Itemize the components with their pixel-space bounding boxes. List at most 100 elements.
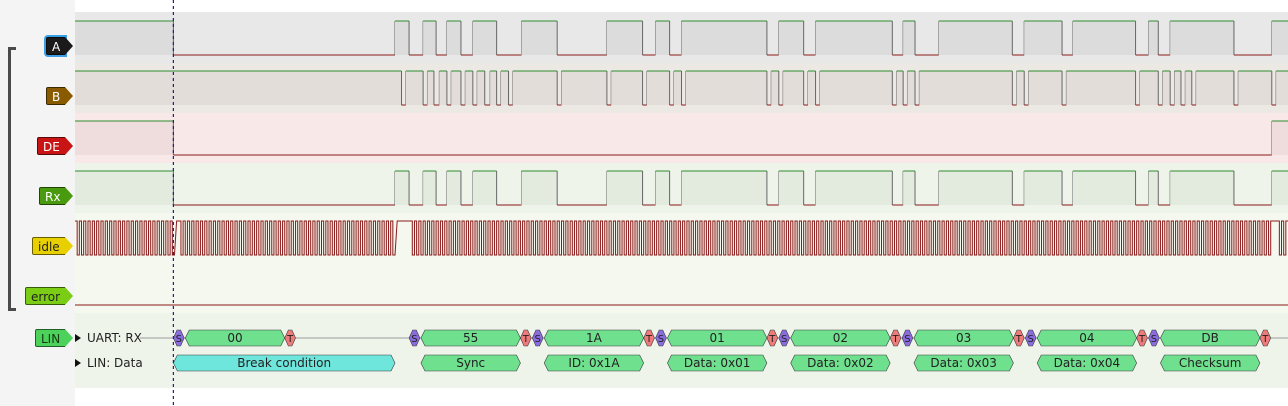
annotation-frame[interactable]	[913, 354, 1014, 372]
annotation-text: S	[535, 334, 541, 345]
channel-label-arrow-icon	[65, 287, 74, 305]
high-level-shade	[512, 71, 558, 105]
high-level-shade	[1174, 71, 1181, 105]
annotation-s[interactable]	[901, 329, 914, 347]
annotation-text: 03	[956, 331, 971, 345]
high-level-shade	[819, 71, 893, 105]
high-level-shade	[490, 71, 497, 105]
decoder-row-label-lin-data[interactable]: LIN: Data	[75, 355, 143, 371]
annotation-t[interactable]	[889, 329, 902, 347]
high-level-shade	[896, 71, 904, 105]
high-level-shade	[655, 171, 670, 205]
high-level-shade	[681, 21, 767, 55]
annotation-text: Data: 0x04	[1054, 356, 1121, 370]
annotation-s[interactable]	[1024, 329, 1037, 347]
channel-label-error[interactable]: error	[25, 287, 74, 305]
annotation-text: S	[1151, 334, 1157, 345]
annotation-t[interactable]	[1136, 329, 1148, 347]
annotation-text: Data: 0x02	[807, 356, 874, 370]
high-level-shade	[395, 21, 410, 55]
annotation-frame[interactable]	[543, 354, 644, 372]
annotation-text: 55	[463, 331, 478, 345]
high-level-shade	[903, 171, 916, 205]
high-level-shade	[472, 21, 497, 55]
high-level-shade	[477, 71, 485, 105]
high-level-shade	[423, 21, 437, 55]
annotation-t[interactable]	[1013, 329, 1025, 347]
channel-label-text: error	[25, 287, 66, 305]
high-level-shade	[75, 121, 174, 155]
annotation-text: S	[1028, 334, 1034, 345]
channel-label-arrow-icon	[65, 37, 74, 55]
high-level-shade	[1024, 21, 1063, 55]
annotation-t[interactable]	[766, 329, 779, 347]
annotation-t[interactable]	[284, 329, 296, 347]
clock-waveform	[75, 220, 1288, 256]
decoder-label-lin[interactable]: LIN	[35, 329, 74, 347]
annotation-frame[interactable]	[420, 354, 521, 372]
high-level-shade	[472, 171, 497, 205]
annotation-s[interactable]	[1148, 329, 1160, 347]
high-level-shade	[1276, 71, 1288, 105]
high-level-shade	[1148, 171, 1159, 205]
decoder-background	[75, 313, 1288, 388]
annotation-s[interactable]	[531, 329, 544, 347]
annotation-text: Checksum	[1179, 356, 1241, 370]
high-level-shade	[1271, 171, 1288, 205]
channel-label-a[interactable]: A	[46, 37, 74, 55]
annotation-t[interactable]	[1259, 329, 1272, 347]
channel-label-arrow-icon	[65, 87, 74, 105]
annotation-s[interactable]	[173, 329, 185, 347]
expand-triangle-icon[interactable]	[75, 359, 81, 367]
channel-label-b[interactable]: B	[46, 87, 74, 105]
annotation-text: 00	[227, 331, 242, 345]
annotation-text: 01	[710, 331, 725, 345]
high-level-shade	[807, 71, 816, 105]
annotation-frame[interactable]	[790, 354, 891, 372]
annotation-text: T	[1138, 334, 1146, 345]
channel-error-trace	[75, 263, 1288, 313]
annotation-text: T	[892, 334, 900, 345]
high-level-shade	[75, 21, 174, 55]
channel-b-trace	[75, 63, 1288, 113]
annotation-text: T	[286, 334, 294, 345]
high-level-shade	[1028, 71, 1063, 105]
channel-rx-trace	[75, 163, 1288, 213]
high-level-shade	[446, 21, 461, 55]
annotation-text: Sync	[456, 356, 485, 370]
high-level-shade	[427, 71, 434, 105]
annotation-t[interactable]	[643, 329, 655, 347]
high-level-shade	[938, 21, 1013, 55]
channel-label-de[interactable]: DE	[37, 137, 73, 155]
channel-label-idle[interactable]: idle	[32, 237, 73, 255]
high-level-shade	[439, 71, 447, 105]
channel-label-rx[interactable]: Rx	[39, 187, 74, 205]
decoder-row-label-uart-rx[interactable]: UART: RX	[75, 330, 142, 346]
expand-triangle-icon[interactable]	[75, 334, 81, 342]
annotation-text: S	[658, 334, 664, 345]
annotation-break[interactable]	[173, 354, 396, 372]
high-level-shade	[1271, 21, 1288, 55]
annotation-s[interactable]	[655, 329, 667, 347]
annotation-text: S	[781, 334, 787, 345]
high-level-shade	[907, 71, 916, 105]
high-level-shade	[1170, 171, 1234, 205]
annotation-text: Data: 0x03	[930, 356, 997, 370]
high-level-shade	[521, 21, 558, 55]
high-level-shade	[771, 71, 779, 105]
decoder-lin-area	[75, 313, 1288, 388]
high-level-shade	[611, 71, 643, 105]
annotation-s[interactable]	[778, 329, 790, 347]
annotation-frame[interactable]	[667, 354, 768, 372]
high-level-shade	[1066, 71, 1136, 105]
annotation-frame[interactable]	[1036, 354, 1137, 372]
high-level-shade	[1016, 71, 1025, 105]
annotation-s[interactable]	[408, 329, 421, 347]
high-level-shade	[446, 171, 461, 205]
annotation-frame[interactable]	[1160, 354, 1261, 372]
annotation-t[interactable]	[520, 329, 532, 347]
high-level-shade	[655, 21, 670, 55]
annotation-text: T	[645, 334, 653, 345]
